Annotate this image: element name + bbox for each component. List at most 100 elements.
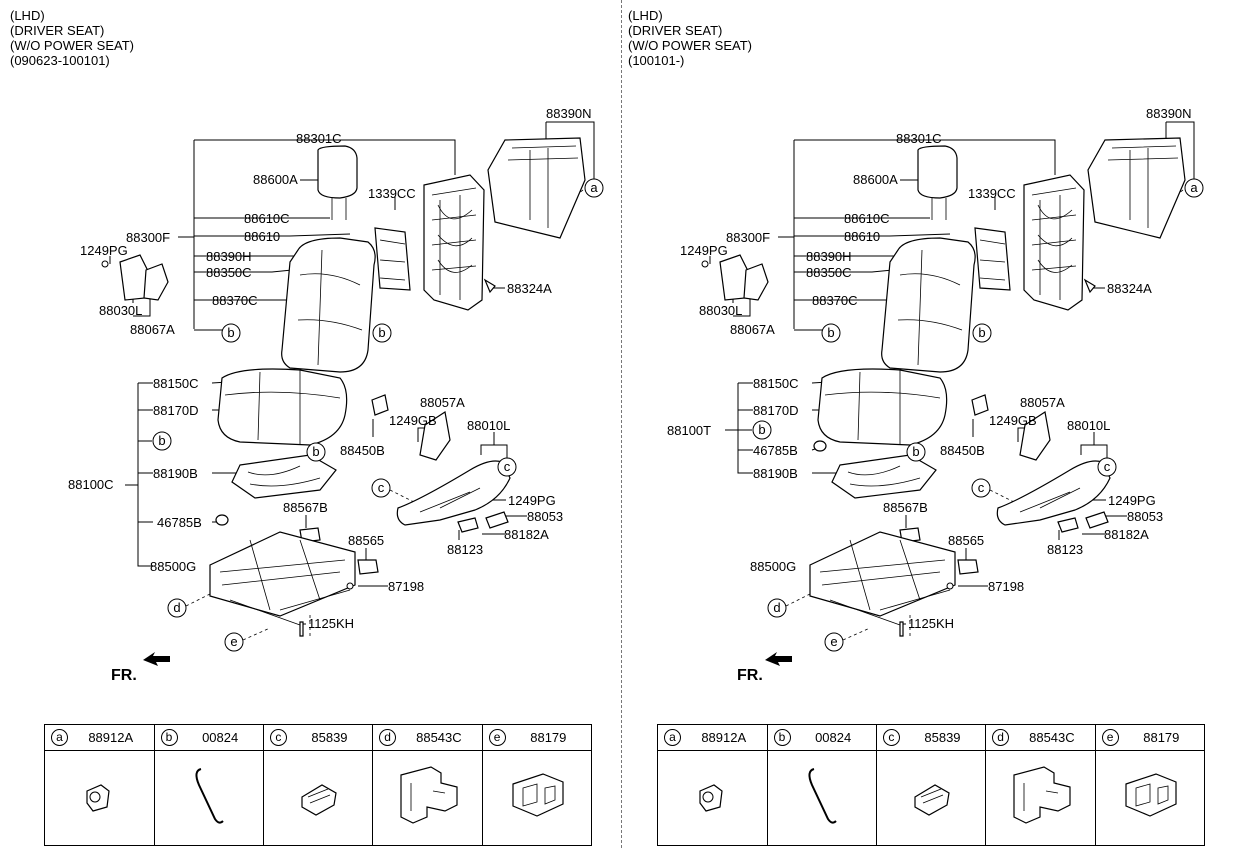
part-label: 88567B	[283, 500, 328, 515]
part-label: 88450B	[940, 443, 985, 458]
svg-text:b: b	[158, 433, 165, 448]
callout-c: c	[971, 478, 991, 498]
part-label: 88301C	[896, 131, 942, 146]
part-label: 88324A	[507, 281, 552, 296]
part-label: 88067A	[130, 322, 175, 337]
svg-text:b: b	[912, 444, 919, 459]
callout-b: b	[972, 323, 992, 343]
exploded-diagram: a b b b b c c d e 88390N 88301C 88600A 1…	[667, 106, 1204, 684]
callout-b: b	[152, 431, 172, 451]
front-direction-label: FR.	[111, 667, 137, 684]
part-label: 88100C	[68, 477, 114, 492]
part-label: 1125KH	[308, 616, 354, 631]
part-label: 88390H	[206, 249, 252, 264]
svg-text:d: d	[773, 600, 780, 615]
wire-hook-icon	[808, 767, 837, 824]
legend-key: d	[379, 729, 397, 746]
part-label: 87198	[388, 579, 424, 594]
svg-text:d: d	[173, 600, 180, 615]
part-label: 88300F	[726, 230, 770, 245]
panel-header: (LHD) (DRIVER SEAT) (W/O POWER SEAT) (09…	[10, 8, 134, 68]
part-label: 88170D	[753, 403, 799, 418]
legend-code: 88179	[1143, 730, 1180, 745]
front-direction-label: FR.	[737, 667, 763, 684]
part-label: 87198	[988, 579, 1024, 594]
part-label: 88567B	[883, 500, 928, 515]
part-label: 88030L	[99, 303, 142, 318]
callout-b: b	[306, 442, 326, 462]
svg-text:b: b	[312, 444, 319, 459]
header-line: (100101-)	[628, 53, 685, 68]
callout-a: a	[584, 178, 604, 198]
part-label: 88390N	[1146, 106, 1192, 121]
legend-code: 88179	[530, 730, 567, 745]
legend-code: 85839	[311, 730, 348, 745]
callout-c: c	[371, 478, 391, 498]
part-label: 46785B	[753, 443, 798, 458]
svg-text:b: b	[758, 422, 765, 437]
svg-text:a: a	[1190, 180, 1198, 195]
part-label: 88610	[844, 229, 880, 244]
legend-key: b	[160, 729, 178, 746]
callout-a: a	[1184, 178, 1204, 198]
callout-d: d	[767, 598, 787, 618]
svg-text:c: c	[1104, 459, 1111, 474]
legend-code: 88912A	[88, 730, 134, 745]
part-label: 88370C	[812, 293, 858, 308]
callout-b: b	[906, 442, 926, 462]
legend-code: 00824	[202, 730, 239, 745]
callout-b: b	[221, 323, 241, 343]
callout-c: c	[1097, 457, 1117, 477]
svg-text:a: a	[590, 180, 598, 195]
part-label: 88190B	[153, 466, 198, 481]
callout-b: b	[821, 323, 841, 343]
svg-text:b: b	[978, 325, 985, 340]
diagram-panel-left: (LHD) (DRIVER SEAT) (W/O POWER SEAT) (09…	[10, 8, 604, 846]
svg-text:b: b	[378, 325, 385, 340]
svg-text:e: e	[830, 634, 837, 649]
legend-key: a	[51, 729, 68, 746]
part-label: 88170D	[153, 403, 199, 418]
header-line: (LHD)	[10, 8, 45, 23]
part-label: 88182A	[504, 527, 549, 542]
part-label: 1249PG	[508, 493, 556, 508]
part-label: 88301C	[296, 131, 342, 146]
clip-icon	[86, 783, 110, 812]
bracket-icon	[1013, 765, 1071, 824]
callout-e: e	[824, 632, 844, 652]
part-label: 88565	[948, 533, 984, 548]
part-label: 88123	[1047, 542, 1083, 557]
header-line: (W/O POWER SEAT)	[628, 38, 752, 53]
holder-icon	[512, 772, 564, 817]
header-line: (LHD)	[628, 8, 663, 23]
part-label: 88030L	[699, 303, 742, 318]
part-label: 88610C	[844, 211, 890, 226]
part-label: 88123	[447, 542, 483, 557]
part-label: 88150C	[153, 376, 199, 391]
part-label: 88500G	[150, 559, 196, 574]
retainer-icon	[914, 783, 950, 816]
legend-code: 88543C	[1029, 730, 1075, 745]
callout-e: e	[224, 632, 244, 652]
part-label: 88053	[527, 509, 563, 524]
part-label: 88600A	[853, 172, 898, 187]
svg-text:e: e	[230, 634, 237, 649]
part-label: 1249PG	[80, 243, 128, 258]
header-line: (W/O POWER SEAT)	[10, 38, 134, 53]
part-label: 88350C	[206, 265, 252, 280]
svg-text:c: c	[378, 480, 385, 495]
legend-key: e	[488, 729, 506, 746]
part-label: 88100T	[667, 423, 711, 438]
svg-text:c: c	[978, 480, 985, 495]
part-label: 1249GB	[389, 413, 437, 428]
callout-b: b	[372, 323, 392, 343]
svg-text:c: c	[504, 459, 511, 474]
part-label: 88053	[1127, 509, 1163, 524]
part-label: 88350C	[806, 265, 852, 280]
exploded-diagram: a b b b b c c d e 88390N 88301C 88600A 1…	[68, 106, 604, 684]
part-label: 1249GB	[989, 413, 1037, 428]
part-label: 1339CC	[968, 186, 1016, 201]
part-label: 88500G	[750, 559, 796, 574]
